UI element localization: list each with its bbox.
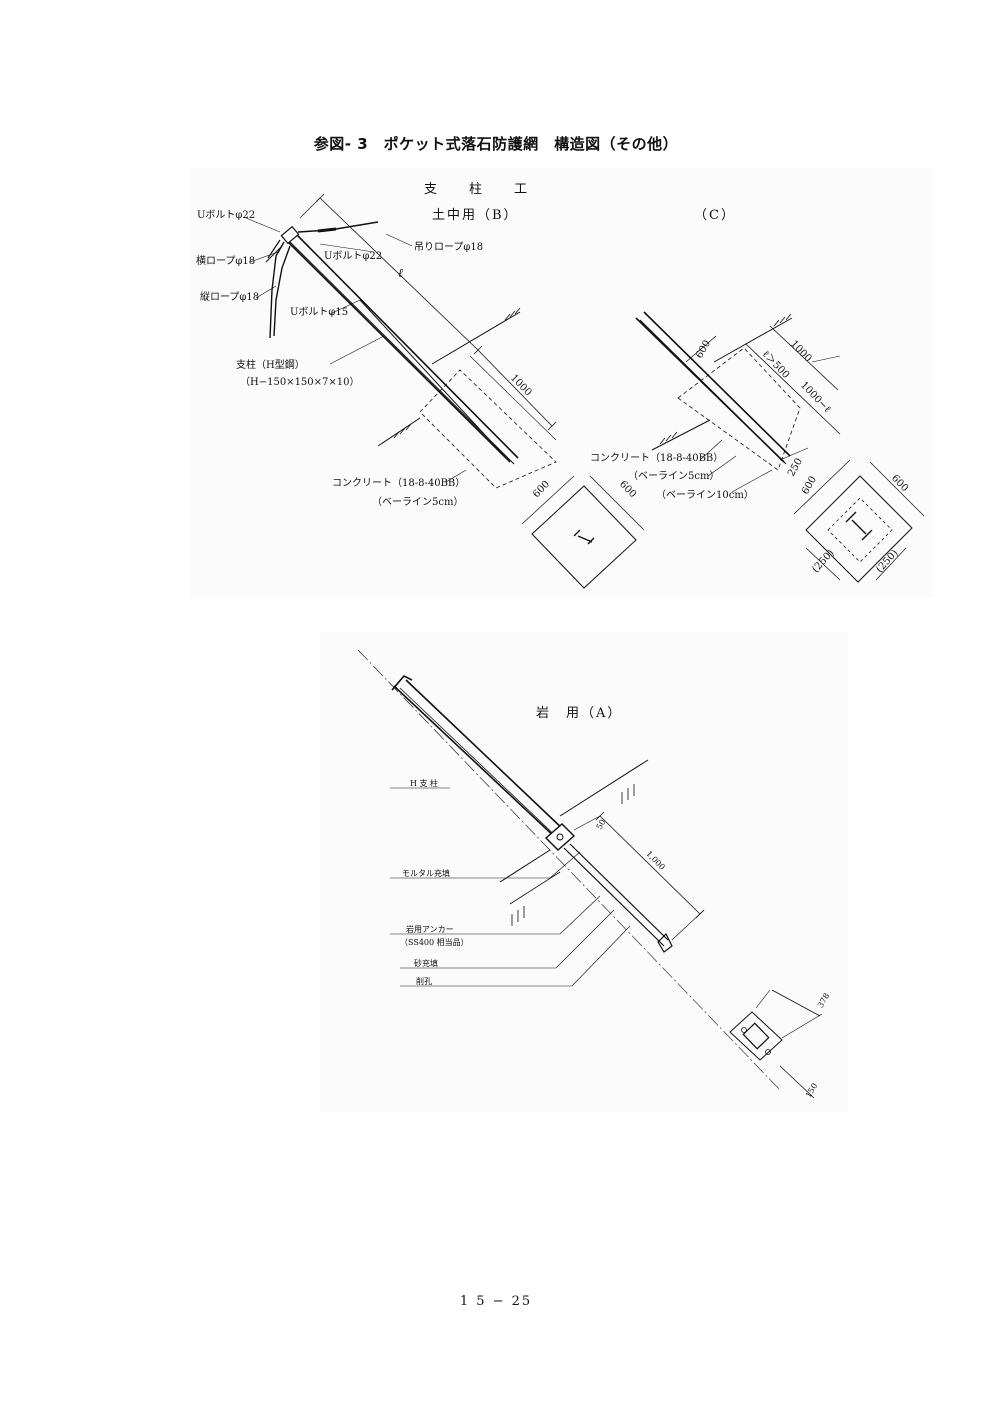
anchor-label-1: 岩用アンカー (406, 925, 454, 934)
tate-rope-label: 縦ロープφ18 (200, 292, 260, 303)
hole-label: 削孔 (416, 977, 432, 986)
base-c1-label: （ベーライン5cm） (628, 471, 720, 482)
post-label-2: （H−150×150×7×10） (240, 377, 360, 388)
bottom-figure-panel (320, 632, 848, 1112)
type-b-label: 土中用（B） (432, 208, 519, 223)
base-b-label: （ベーライン5cm） (372, 497, 464, 508)
u-bolt-15-label: Uボルトφ15 (290, 307, 349, 318)
concrete-b-label: コンクリート（18-8-40BB） (332, 478, 466, 489)
tsuri-rope-label: 吊りロープφ18 (414, 242, 484, 253)
type-c-label: （C） (694, 208, 736, 223)
page-number: 1 5 − 25 (459, 1294, 533, 1309)
yoko-rope-label: 横ロープφ18 (196, 256, 256, 267)
page-title: 参図- 3 ポケット式落石防護網 構造図（その他） (313, 135, 679, 153)
support-heading: 支 柱 工 (424, 182, 530, 197)
base-c2-label: （ベーライン10cm） (656, 490, 754, 501)
anchor-label-2: （SS400 相当品） (400, 938, 469, 947)
mortar-label: モルタル充填 (402, 869, 450, 878)
sand-label: 砂充填 (414, 959, 438, 968)
h-post-label: H 支 柱 (410, 779, 439, 788)
u-bolt-22-label-a: Uボルトφ22 (197, 210, 256, 221)
rock-type-heading: 岩 用（A） (536, 706, 623, 721)
u-bolt-22-label-b: Uボルトφ22 (324, 251, 383, 262)
concrete-c-label: コンクリート（18-8-40BB） (590, 453, 724, 464)
post-label-1: 支柱（H型鋼） (236, 360, 305, 371)
ell-label: ℓ (398, 266, 403, 280)
